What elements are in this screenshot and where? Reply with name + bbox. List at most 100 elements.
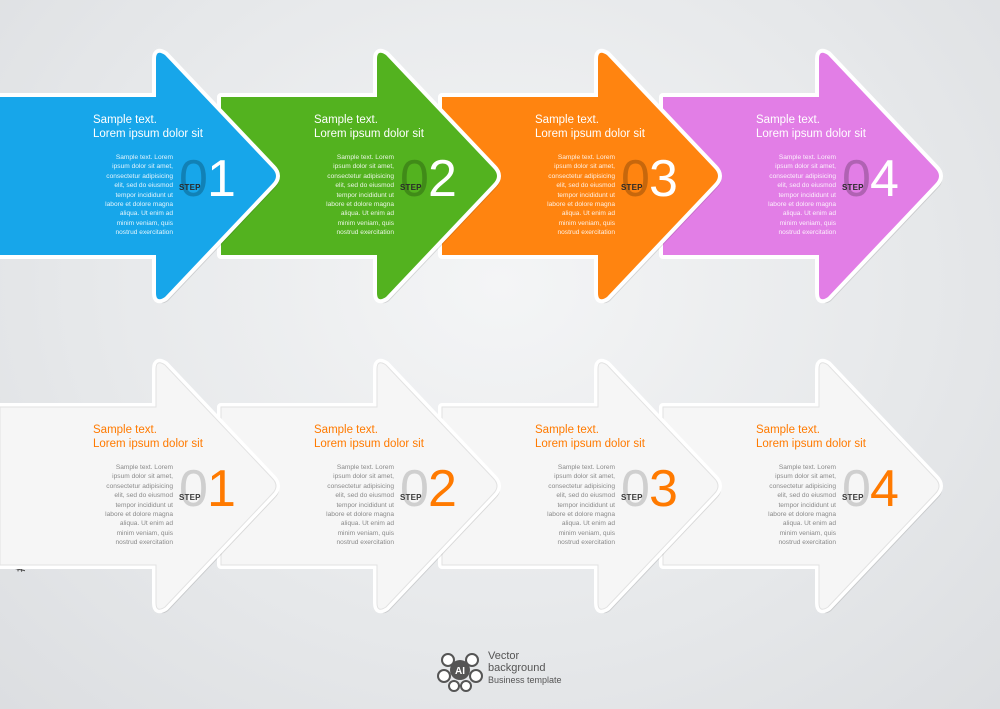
body-line: ipsum dolor sit amet, — [775, 163, 836, 171]
step-subtitle: Lorem ipsum dolor sit — [314, 128, 424, 140]
step-number-prefix: 0 — [621, 460, 650, 518]
body-line: minim veniam, quis — [337, 219, 394, 227]
footer-logo: AI Vector background Business template — [436, 648, 616, 698]
step-subtitle: Lorem ipsum dolor sit — [756, 438, 866, 450]
step-subtitle: Lorem ipsum dolor sit — [756, 128, 866, 140]
body-line: Sample text. Lorem — [336, 464, 394, 471]
body-line: minim veniam, quis — [779, 529, 836, 537]
body-line: ipsum dolor sit amet, — [775, 473, 836, 481]
footer-text: Vector background Business template — [488, 650, 562, 686]
body-line: Sample text. Lorem — [557, 464, 615, 471]
footer-line2: background — [488, 662, 546, 674]
body-line: ipsum dolor sit amet, — [554, 163, 615, 171]
body-line: nostrud exercitation — [115, 539, 173, 547]
step-number-prefix: 0 — [621, 150, 650, 208]
arrow-shape — [438, 48, 722, 304]
step-number-prefix: 0 — [842, 460, 871, 518]
step-title: Sample text. — [314, 114, 378, 126]
svg-text:AI: AI — [455, 666, 465, 677]
step-title: Sample text. — [535, 424, 599, 436]
body-line: nostrud exercitation — [336, 539, 394, 547]
step-subtitle: Lorem ipsum dolor sit — [93, 438, 203, 450]
step-number-prefix: 0 — [179, 460, 208, 518]
body-line: minim veniam, quis — [337, 529, 394, 537]
body-line: minim veniam, quis — [558, 529, 615, 537]
body-line: tempor incididunt ut — [336, 501, 394, 509]
body-line: elit, sed do eiusmod — [777, 492, 836, 500]
body-line: minim veniam, quis — [558, 219, 615, 227]
body-line: aliqua. Ut enim ad — [561, 210, 615, 218]
body-line: aliqua. Ut enim ad — [340, 210, 394, 218]
step-label: STEP — [621, 493, 643, 502]
step-label: STEP — [400, 493, 422, 502]
body-line: nostrud exercitation — [778, 229, 836, 237]
body-line: consectetur adipisicing — [327, 172, 394, 180]
body-line: tempor incididunt ut — [557, 501, 615, 509]
body-line: tempor incididunt ut — [336, 191, 394, 199]
step-number-digit: 2 — [428, 460, 457, 518]
body-line: tempor incididunt ut — [778, 191, 836, 199]
body-line: ipsum dolor sit amet, — [112, 163, 173, 171]
step-label: STEP — [621, 183, 643, 192]
body-line: elit, sed do eiusmod — [556, 492, 615, 500]
body-line: elit, sed do eiusmod — [777, 182, 836, 190]
body-line: Sample text. Lorem — [115, 154, 173, 161]
arrow-shape — [438, 358, 722, 614]
step-subtitle: Lorem ipsum dolor sit — [93, 128, 203, 140]
body-line: ipsum dolor sit amet, — [112, 473, 173, 481]
step-number-prefix: 0 — [400, 150, 429, 208]
body-line: labore et dolore magna — [547, 511, 615, 519]
step-title: Sample text. — [314, 424, 378, 436]
body-line: elit, sed do eiusmod — [335, 182, 394, 190]
body-line: minim veniam, quis — [116, 529, 173, 537]
step-label: STEP — [400, 183, 422, 192]
step-subtitle: Lorem ipsum dolor sit — [314, 438, 424, 450]
step-number-digit: 3 — [649, 460, 678, 518]
arrow-shape — [659, 48, 943, 304]
body-line: ipsum dolor sit amet, — [333, 473, 394, 481]
body-line: aliqua. Ut enim ad — [119, 520, 173, 528]
body-line: nostrud exercitation — [336, 229, 394, 237]
step-title: Sample text. — [756, 424, 820, 436]
body-line: Sample text. Lorem — [115, 464, 173, 471]
body-line: elit, sed do eiusmod — [114, 182, 173, 190]
step-subtitle: Lorem ipsum dolor sit — [535, 438, 645, 450]
body-line: consectetur adipisicing — [548, 172, 615, 180]
step-number-digit: 2 — [428, 150, 457, 208]
body-line: tempor incididunt ut — [778, 501, 836, 509]
step-number-digit: 1 — [207, 150, 236, 208]
body-line: consectetur adipisicing — [548, 482, 615, 490]
body-line: minim veniam, quis — [116, 219, 173, 227]
body-line: labore et dolore magna — [326, 201, 394, 209]
body-line: aliqua. Ut enim ad — [561, 520, 615, 528]
body-line: consectetur adipisicing — [106, 482, 173, 490]
body-line: consectetur adipisicing — [769, 172, 836, 180]
body-line: tempor incididunt ut — [115, 501, 173, 509]
body-line: tempor incididunt ut — [557, 191, 615, 199]
arrow-shape — [0, 48, 280, 304]
body-line: consectetur adipisicing — [769, 482, 836, 490]
body-line: labore et dolore magna — [105, 201, 173, 209]
step-title: Sample text. — [93, 424, 157, 436]
body-line: nostrud exercitation — [115, 229, 173, 237]
body-line: nostrud exercitation — [778, 539, 836, 547]
